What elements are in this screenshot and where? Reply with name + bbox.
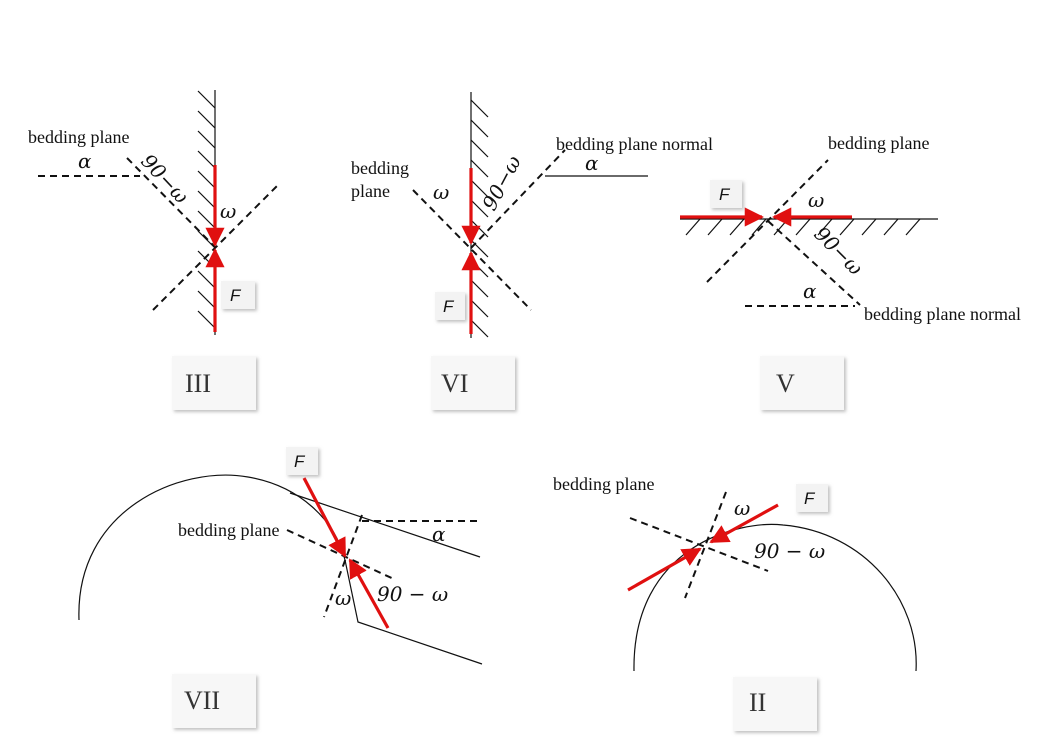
bedding-plane-line (629, 517, 769, 572)
bedding-plane-normal-label: bedding plane normal (864, 304, 1021, 324)
force-label: F (719, 185, 731, 204)
bedding-plane-normal-line (126, 157, 216, 248)
force-label-box (286, 447, 318, 475)
bedding-plane-label: bedding plane (828, 133, 929, 153)
force-arrow-right (627, 547, 702, 592)
wall-hatching (685, 218, 921, 236)
panel-label-box (760, 356, 844, 410)
omega-label: ω (220, 199, 236, 223)
panel-label: V (776, 369, 795, 398)
panel-ii: bedding plane ω F 90 − ω II (553, 474, 917, 731)
alpha-label: α (585, 151, 599, 175)
bedding-plane-normal-line (684, 491, 727, 599)
panel-label-box (172, 356, 256, 410)
bedding-plane-label: bedding plane (553, 474, 654, 494)
panel-label-box (431, 356, 515, 410)
force-label: F (294, 452, 306, 471)
panel-label: VI (441, 369, 468, 398)
omega-label: ω (808, 188, 824, 212)
panel-label-box (733, 677, 817, 731)
panel-label: VII (184, 686, 220, 715)
bedding-plane-line (706, 159, 829, 283)
bedding-plane-line (286, 529, 397, 581)
omega-label: ω (433, 180, 449, 204)
force-label-box (710, 180, 742, 208)
panel-label-box (172, 674, 256, 728)
panel-label: III (185, 369, 211, 398)
alpha-label: α (78, 149, 92, 173)
omega-label: ω (335, 586, 351, 610)
wall-hatching (470, 99, 489, 338)
ninety-minus-omega-label: 90−ω (477, 151, 526, 214)
tunnel-outline (633, 523, 917, 672)
omega-label: ω (734, 496, 750, 520)
bedding-plane-normal-line (767, 220, 861, 306)
force-label: F (804, 489, 816, 508)
force-label-box (221, 281, 255, 309)
bedding-plane-normal-line (470, 149, 566, 249)
bedding-plane-normal-line (323, 514, 363, 618)
bedding-plane-line (152, 185, 278, 311)
ninety-minus-omega-label: 90−ω (136, 149, 193, 208)
bedding-label: bedding (351, 158, 409, 178)
ninety-minus-omega-label: 90 − ω (754, 539, 825, 563)
force-arrow-up (348, 558, 390, 629)
panel-vii: F bedding plane α 90 − ω ω VII (78, 447, 483, 728)
force-label: F (443, 297, 455, 316)
force-arrow-left (709, 503, 779, 544)
force-label-box (796, 484, 828, 512)
plane-label: plane (351, 181, 390, 201)
wall-hatching (197, 90, 216, 329)
outer-edge-line (289, 492, 481, 558)
force-label-box (435, 292, 465, 320)
alpha-label: α (432, 522, 446, 546)
ninety-minus-omega-label: 90−ω (809, 222, 867, 280)
bedding-plane-label: bedding plane (28, 127, 129, 147)
panel-label: II (749, 688, 766, 717)
bedding-plane-line (412, 189, 532, 311)
ninety-minus-omega-label: 90 − ω (377, 582, 448, 606)
alpha-label: α (803, 279, 817, 303)
force-label: F (230, 286, 242, 305)
panel-v: bedding plane F ω 90−ω α bedding plane n… (680, 133, 1021, 410)
bedding-plane-label: bedding plane (178, 520, 279, 540)
tunnel-outline (78, 474, 483, 665)
bedding-plane-normal-label: bedding plane normal (556, 134, 713, 154)
force-arrow-down (302, 477, 347, 558)
panel-iii: bedding plane α 90−ω ω F III (28, 90, 278, 410)
panel-vi: bedding plane ω 90−ω bedding plane norma… (351, 92, 713, 410)
